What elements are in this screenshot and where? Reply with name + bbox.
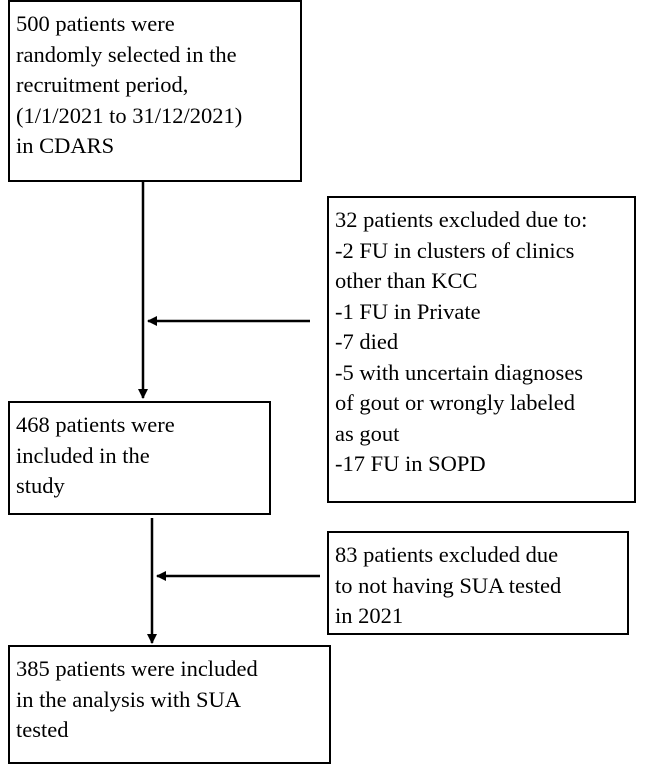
final-analysis-box: 385 patients were included in the analys…	[8, 645, 331, 764]
box-text-line: to not having SUA tested	[335, 572, 562, 598]
box-text-line: 32 patients excluded due to:	[335, 207, 588, 232]
box-text-line: 83 patients excluded due	[335, 542, 559, 567]
box-text-line: (1/1/2021 to 31/12/2021)	[16, 102, 243, 128]
box-text-line: recruitment period,	[16, 72, 189, 97]
box-text-line: -1 FU in Private	[335, 298, 481, 324]
box-text-line: -7 died	[335, 329, 399, 354]
box-text-line: study	[16, 473, 65, 498]
box-text-line: in the analysis with SUA	[16, 686, 241, 712]
box-text-line: -17 FU in SOPD	[335, 451, 486, 476]
box-text-line: -2 FU in clusters of clinics	[335, 237, 575, 263]
box-text-line: of gout or wrongly labeled	[335, 390, 575, 415]
box-text-line: tested	[16, 717, 69, 742]
box-text-line: in CDARS	[16, 133, 115, 158]
box-text-line: randomly selected in the	[16, 41, 237, 67]
box-text-line: other than KCC	[335, 268, 478, 293]
box-text-line: 385 patients were included	[16, 656, 258, 681]
box-text-line: 468 patients were	[16, 412, 175, 437]
exclusion-box-first: 32 patients excluded due to: -2 FU in cl…	[327, 196, 636, 503]
included-study-box: 468 patients were included in the study	[8, 401, 271, 515]
box-text-line: -5 with uncertain diagnoses	[335, 359, 584, 385]
box-text-line: in 2021	[335, 603, 404, 628]
exclusion-box-second: 83 patients excluded due to not having S…	[327, 531, 629, 635]
recruitment-box: 500 patients were randomly selected in t…	[8, 0, 302, 182]
box-text-line: 500 patients were	[16, 11, 175, 36]
box-text-line: included in the	[16, 442, 150, 468]
box-text-line: as gout	[335, 420, 400, 446]
